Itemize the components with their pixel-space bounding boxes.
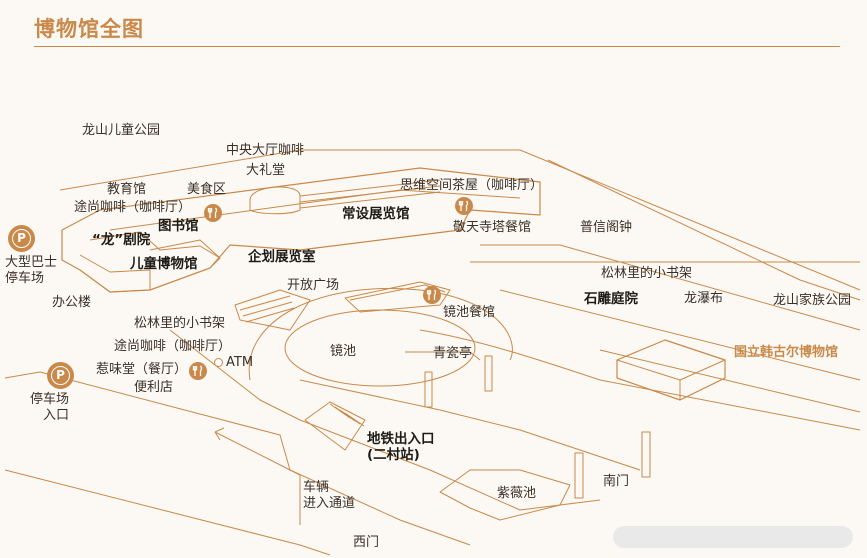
label-stone-garden: 石雕庭院 [584, 291, 638, 307]
stair-lines [239, 295, 295, 323]
rose-garden-outline [439, 469, 571, 521]
pillar-2 [484, 355, 493, 392]
mirror-pond-outline [284, 309, 476, 387]
pillar-1 [424, 371, 433, 408]
boundary-line-east [547, 159, 861, 301]
label-pine-bookshelf-1: 松林里的小书架 [601, 266, 693, 281]
label-west-gate: 西门 [353, 535, 380, 550]
label-mirror-pond-restaurant: 镜池餐馆 [443, 305, 496, 320]
label-huiwei-restaurant: 惹味堂（餐厅） [96, 362, 188, 377]
label-mirror-pond: 镜池 [330, 344, 357, 359]
watermark-bar [613, 526, 853, 548]
pillar-4 [574, 452, 584, 499]
stair-structure [234, 289, 311, 331]
label-open-plaza: 开放广场 [287, 278, 340, 293]
main-building-inner [89, 231, 221, 259]
label-longshan-kids-park: 龙山儿童公园 [82, 123, 161, 138]
fork-knife-icon-huiwei [189, 362, 207, 380]
fork-knife-icon-food-court [204, 204, 222, 222]
road-line-3 [499, 289, 861, 381]
parking-icon-entrance: P [47, 362, 74, 389]
label-subway-exit: 地铁出入口 (二村站) [367, 431, 435, 463]
boundary-line-north [59, 149, 861, 291]
subway-building-stripes [329, 403, 365, 427]
hangul-museum-top [616, 359, 726, 400]
fork-knife-icon-teahouse [455, 197, 473, 215]
vehicle-arrow-path [214, 431, 301, 525]
label-education-hall: 教育馆 [107, 182, 147, 197]
label-tuyang-cafe-2: 途尚咖啡（咖啡厅） [114, 339, 232, 354]
auditorium-dome [249, 186, 301, 215]
label-sewei-teahouse: 思维空间茶屋（咖啡厅） [400, 178, 544, 193]
plaza-arc [248, 288, 513, 381]
label-office-building: 办公楼 [52, 295, 92, 310]
label-permanent-exhibit: 常设展览馆 [342, 206, 410, 222]
pillar-3 [641, 431, 651, 478]
label-rose-garden: 紫薇池 [497, 486, 537, 501]
celadon-pavilion-bridge [405, 351, 481, 361]
label-dragon-theater: “龙”剧院 [92, 232, 151, 248]
label-central-hall-cafe: 中央大厅咖啡 [226, 143, 305, 158]
label-parking-entrance: 停车场 入口 [30, 392, 70, 423]
fork-knife-icon-mirror-pond [423, 286, 441, 304]
vehicle-arrow-head [214, 427, 225, 441]
label-longshan-family-park: 龙山家族公园 [773, 293, 852, 308]
label-puxin-bell: 普信阁钟 [580, 220, 633, 235]
road-line-4 [599, 349, 861, 413]
main-building-stripes [299, 179, 441, 209]
hangul-museum-block [616, 339, 726, 401]
childrens-wing [79, 254, 151, 293]
boundary-line-southwest [4, 469, 331, 556]
label-tuyang-cafe-1: 途尚咖啡（咖啡厅） [74, 200, 192, 215]
label-auditorium: 大礼堂 [246, 163, 286, 178]
label-library: 图书馆 [158, 218, 199, 234]
label-national-hangul-museum: 国立韩古尔博物馆 [734, 345, 839, 360]
atm-dot-icon [214, 358, 223, 367]
label-convenience-store: 便利店 [134, 380, 174, 395]
map-title: 博物馆全图 [34, 17, 144, 41]
label-childrens-museum: 儿童博物馆 [130, 256, 198, 272]
label-big-bus-parking: 大型巴士 停车场 [5, 255, 58, 286]
label-pine-bookshelf-2: 松林里的小书架 [134, 316, 226, 331]
path-line-west [169, 329, 301, 421]
label-special-exhibit: 企划展览室 [248, 249, 316, 265]
library-block [149, 239, 221, 269]
label-food-court: 美食区 [187, 182, 227, 197]
path-curve-plaza [419, 329, 861, 431]
label-dragon-waterfall: 龙瀑布 [684, 291, 724, 306]
parking-icon-bus: P [8, 225, 35, 252]
label-celadon-pavilion: 青瓷亭 [433, 346, 473, 361]
mirror-pond-pavilion [344, 281, 451, 313]
title-divider [34, 46, 840, 47]
label-south-gate: 南门 [603, 474, 630, 489]
label-vehicle-entrance: 车辆 进入通道 [303, 480, 356, 511]
road-line-1 [480, 244, 861, 331]
boundary-line-south [4, 371, 471, 546]
label-jingtian-restaurant: 敬天寺塔餐馆 [453, 220, 532, 235]
label-atm: ATM [226, 355, 254, 370]
subway-building [304, 401, 366, 451]
path-line-center [299, 379, 641, 471]
